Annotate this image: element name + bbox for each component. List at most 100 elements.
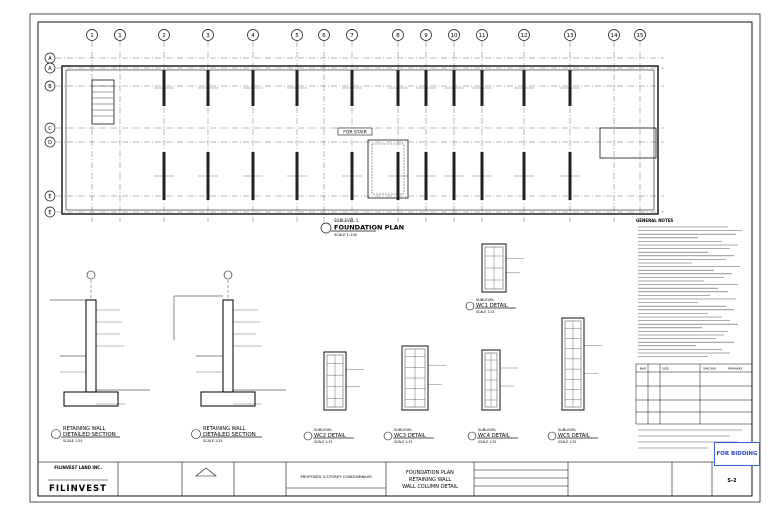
- grid-row-label: A: [48, 56, 52, 62]
- grid-column-label: 7: [350, 33, 354, 39]
- section-1: [50, 270, 150, 407]
- grid-column-label: 12: [521, 33, 528, 39]
- title-block: [37, 461, 753, 497]
- grid-column-bubble: 7: [346, 29, 358, 41]
- grid-row-bubble: C: [44, 122, 56, 134]
- grid-column-bubble: 15: [634, 29, 646, 41]
- grid-column-bubble: 1: [114, 29, 126, 41]
- grid-row-bubble: D: [44, 136, 56, 148]
- wc-detail-scale: SCALE 1:25: [476, 310, 494, 314]
- plan-title: SUBLEVEL 1 FOUNDATION PLAN SCALE 1:100: [320, 218, 404, 237]
- svg-text:SUBLEVEL 1: SUBLEVEL 1: [334, 218, 359, 223]
- grid-row-bubble: A: [44, 52, 56, 64]
- grid-column-bubble: 11: [476, 29, 488, 41]
- wc-detail-top: SUBLEVEL: [394, 428, 412, 432]
- grid-row-label: D: [48, 140, 52, 146]
- grid-row-label: C: [48, 126, 52, 132]
- sheet-title-line-3: WALL COLUMN DETAIL: [402, 484, 458, 490]
- wc-detail-title: WC1 DETAIL: [476, 303, 508, 309]
- grid-column-label: 14: [611, 33, 618, 39]
- svg-text:SCALE 1:25: SCALE 1:25: [63, 439, 83, 443]
- grid-column-bubble: 8: [392, 29, 404, 41]
- grid-column-bubble: 12: [518, 29, 530, 41]
- stamp-text: FOR BIDDING: [716, 451, 758, 457]
- grid-column-label: 9: [424, 33, 428, 39]
- svg-text:SPACING: SPACING: [703, 367, 717, 371]
- rebar-table: [635, 363, 753, 425]
- grid-row-markers: AA B C D E E: [44, 52, 56, 218]
- svg-text:DETAILED SECTION: DETAILED SECTION: [63, 432, 116, 438]
- wc-detail-title: WC2 DETAIL: [314, 433, 346, 439]
- grid-column-label: 13: [567, 33, 574, 39]
- bidding-stamp: FOR BIDDING: [714, 442, 760, 466]
- grid-column-bubble: 14: [608, 29, 620, 41]
- grid-column-bubble: 2: [158, 29, 170, 41]
- grid-column-bubble: 5: [291, 29, 303, 41]
- project-name: PROPOSED 3-STOREY CONDOMINIUM: [300, 474, 371, 479]
- grid-row-bubble: E: [44, 190, 56, 202]
- grid-column-label: 4: [251, 33, 255, 39]
- wc-detail-title: WC5 DETAIL: [558, 433, 590, 439]
- grid-row-bubble: A: [44, 62, 56, 74]
- grid-column-label: 5: [295, 33, 299, 39]
- svg-text:RETAINING WALL: RETAINING WALL: [203, 426, 245, 432]
- sheet-title-line-2: RETAINING WALL: [409, 477, 451, 483]
- grid-column-bubble: 3: [202, 29, 214, 41]
- grid-column-label: 6: [322, 33, 326, 39]
- title-block-logo: FILINVEST LAND INC. FILINVEST: [48, 465, 108, 494]
- section-2: [173, 270, 286, 407]
- sheet-number: S-2: [727, 478, 737, 484]
- grid-column-label: 3: [206, 33, 210, 39]
- svg-text:FILINVEST: FILINVEST: [49, 484, 107, 494]
- svg-text:FILINVEST LAND INC.: FILINVEST LAND INC.: [54, 465, 102, 470]
- grid-column-label: 15: [637, 33, 644, 39]
- sheet-title-line-1: FOUNDATION PLAN: [406, 470, 454, 476]
- grid-column-bubble: 9: [420, 29, 432, 41]
- wc-detail-title: WC3 DETAIL: [394, 433, 426, 439]
- svg-text:SIZE: SIZE: [662, 367, 669, 371]
- svg-text:SCALE 1:100: SCALE 1:100: [334, 233, 358, 237]
- wc-detail-top: SUBLEVEL: [476, 298, 494, 302]
- wc-detail-top: SUBLEVEL: [314, 428, 332, 432]
- svg-text:FOUNDATION PLAN: FOUNDATION PLAN: [334, 224, 404, 232]
- wc-detail-top: SUBLEVEL: [558, 428, 576, 432]
- general-notes: GENERAL NOTES SIZE BAR SPACING REMARKS: [635, 218, 753, 449]
- svg-text:BAR: BAR: [640, 367, 646, 371]
- grid-row-bubble: E: [44, 206, 56, 218]
- firm-logo-icon: [195, 467, 217, 477]
- grid-row-label: E: [48, 194, 51, 200]
- grid-column-label: 10: [451, 33, 458, 39]
- grid-row-bubble: B: [44, 80, 56, 92]
- wc-detail-scale: SCALE 1:25: [394, 440, 412, 444]
- wc-detail-title: WC4 DETAIL: [478, 433, 510, 439]
- svg-text:SCALE 1:25: SCALE 1:25: [203, 439, 223, 443]
- grid-column-label: 2: [162, 33, 166, 39]
- grid-column-bubble: 13: [564, 29, 576, 41]
- grid-row-label: A: [48, 66, 52, 72]
- grid-column-bubble: 1: [86, 29, 98, 41]
- wc-detail-scale: SCALE 1:25: [478, 440, 496, 444]
- foundation-plan: [61, 65, 659, 215]
- grid-column-bubble: 6: [318, 29, 330, 41]
- svg-text:RETAINING WALL: RETAINING WALL: [63, 426, 105, 432]
- grid-row-label: E: [48, 210, 51, 216]
- wc-detail-scale: SCALE 1:25: [558, 440, 576, 444]
- wc-detail-scale: SCALE 1:25: [314, 440, 332, 444]
- grid-column-bubble: 10: [448, 29, 460, 41]
- grid-column-label: 1: [90, 33, 94, 39]
- grid-column-bubble: 4: [247, 29, 259, 41]
- grid-row-label: B: [48, 84, 52, 90]
- stair-label: FOR STAIR: [343, 130, 366, 136]
- grid-column-label: 1: [118, 33, 122, 39]
- svg-text:GENERAL NOTES: GENERAL NOTES: [636, 218, 673, 223]
- grid-column-label: 8: [396, 33, 400, 39]
- grid-column-label: 11: [479, 33, 486, 39]
- stair-label-box: [337, 127, 373, 136]
